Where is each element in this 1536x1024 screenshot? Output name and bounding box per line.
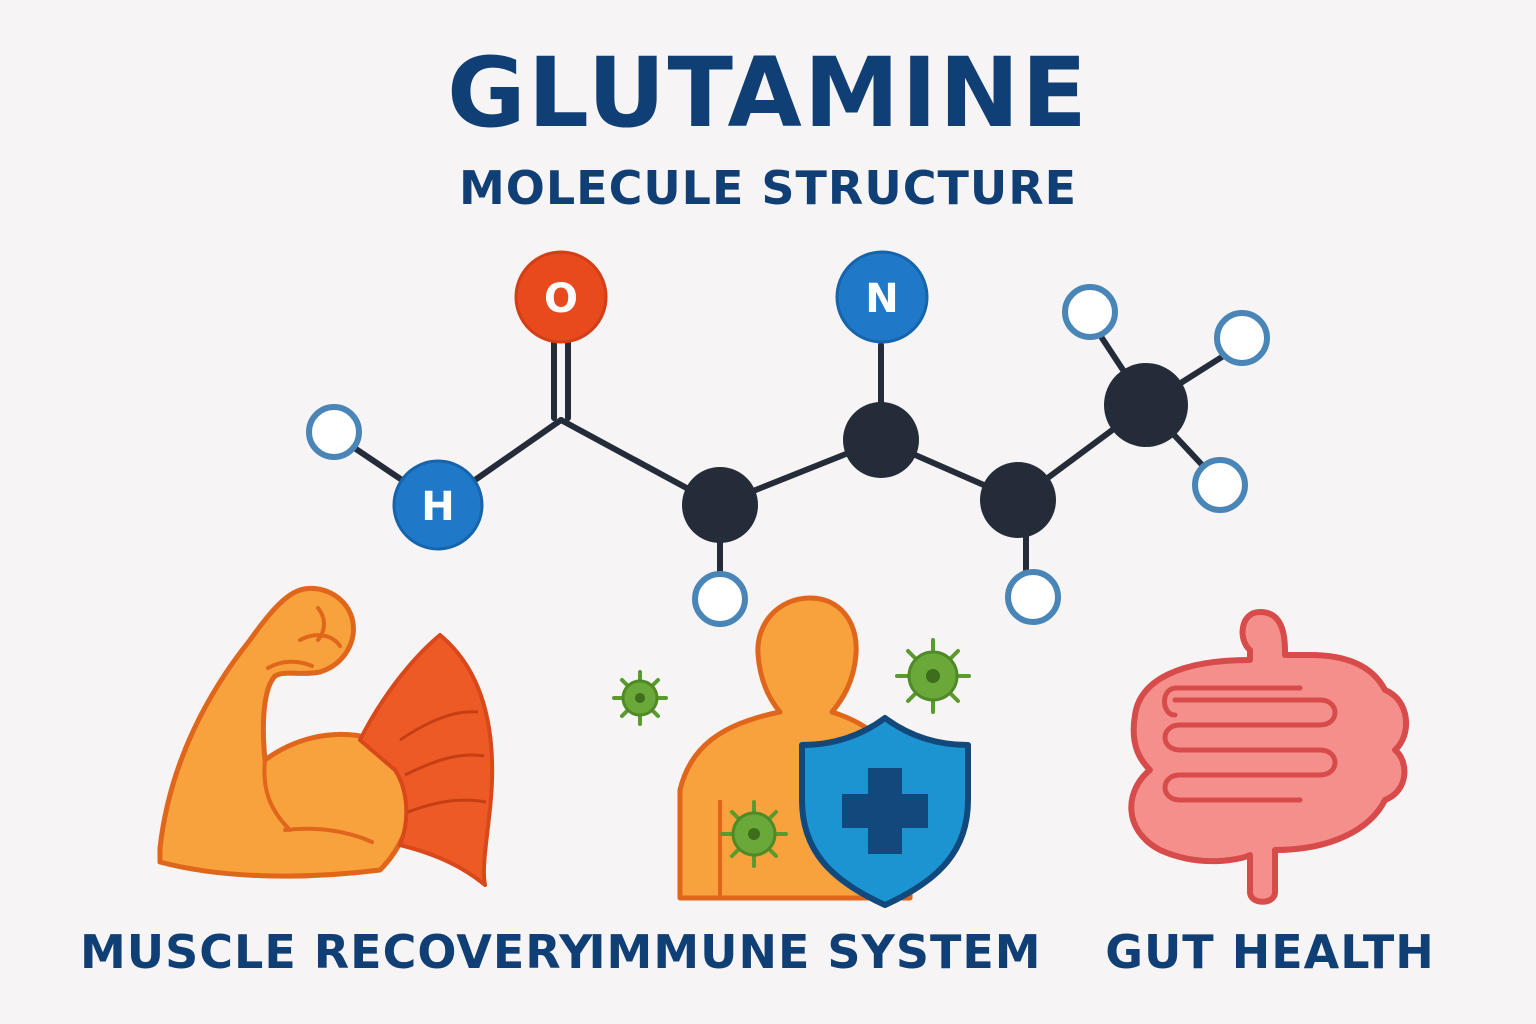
oxygen-label: O bbox=[544, 276, 578, 322]
page-title: GLUTAMINE bbox=[447, 37, 1089, 149]
nitrogen-atom: N bbox=[835, 250, 929, 344]
caption-muscle-recovery: MUSCLE RECOVERY bbox=[80, 925, 594, 979]
bond-h-c bbox=[472, 417, 564, 483]
plus-horizontal bbox=[842, 794, 928, 828]
shield-person-icon bbox=[677, 595, 971, 908]
carbon-atom-2 bbox=[843, 402, 919, 478]
hydrogen-atom-right-bottom bbox=[1192, 457, 1248, 513]
caption-gut-health: GUT HEALTH bbox=[1105, 925, 1435, 979]
carbon-atom-4 bbox=[1104, 363, 1188, 447]
glutamine-molecule: O N H bbox=[306, 250, 1270, 627]
virus-icon bbox=[612, 670, 668, 726]
nitrogen-label: N bbox=[865, 276, 898, 322]
bond-h-h bbox=[350, 444, 408, 485]
hydrogen-atom-large: H bbox=[392, 459, 484, 551]
hydrogen-atom-c1 bbox=[692, 571, 748, 627]
oxygen-atom: O bbox=[514, 250, 608, 344]
hydrogen-atom-left bbox=[306, 404, 362, 460]
virus-icon bbox=[720, 800, 788, 868]
carbon-atom-1 bbox=[682, 467, 758, 543]
intestine-icon bbox=[1128, 609, 1410, 905]
flexed-arm-icon bbox=[157, 585, 495, 887]
page-subtitle: MOLECULE STRUCTURE bbox=[458, 161, 1078, 215]
hydrogen-atom-right-top bbox=[1214, 310, 1270, 366]
molecule-bonds bbox=[350, 332, 1228, 575]
hydrogen-atoms bbox=[306, 284, 1270, 627]
hydrogen-atom-top bbox=[1062, 284, 1118, 340]
hydrogen-atom-c3 bbox=[1005, 569, 1061, 625]
hydrogen-label: H bbox=[421, 484, 454, 530]
caption-immune-system: IMMUNE SYSTEM bbox=[588, 925, 1042, 979]
carbon-atoms bbox=[682, 363, 1188, 543]
virus-icon bbox=[895, 638, 971, 714]
carbon-atom-3 bbox=[980, 462, 1056, 538]
